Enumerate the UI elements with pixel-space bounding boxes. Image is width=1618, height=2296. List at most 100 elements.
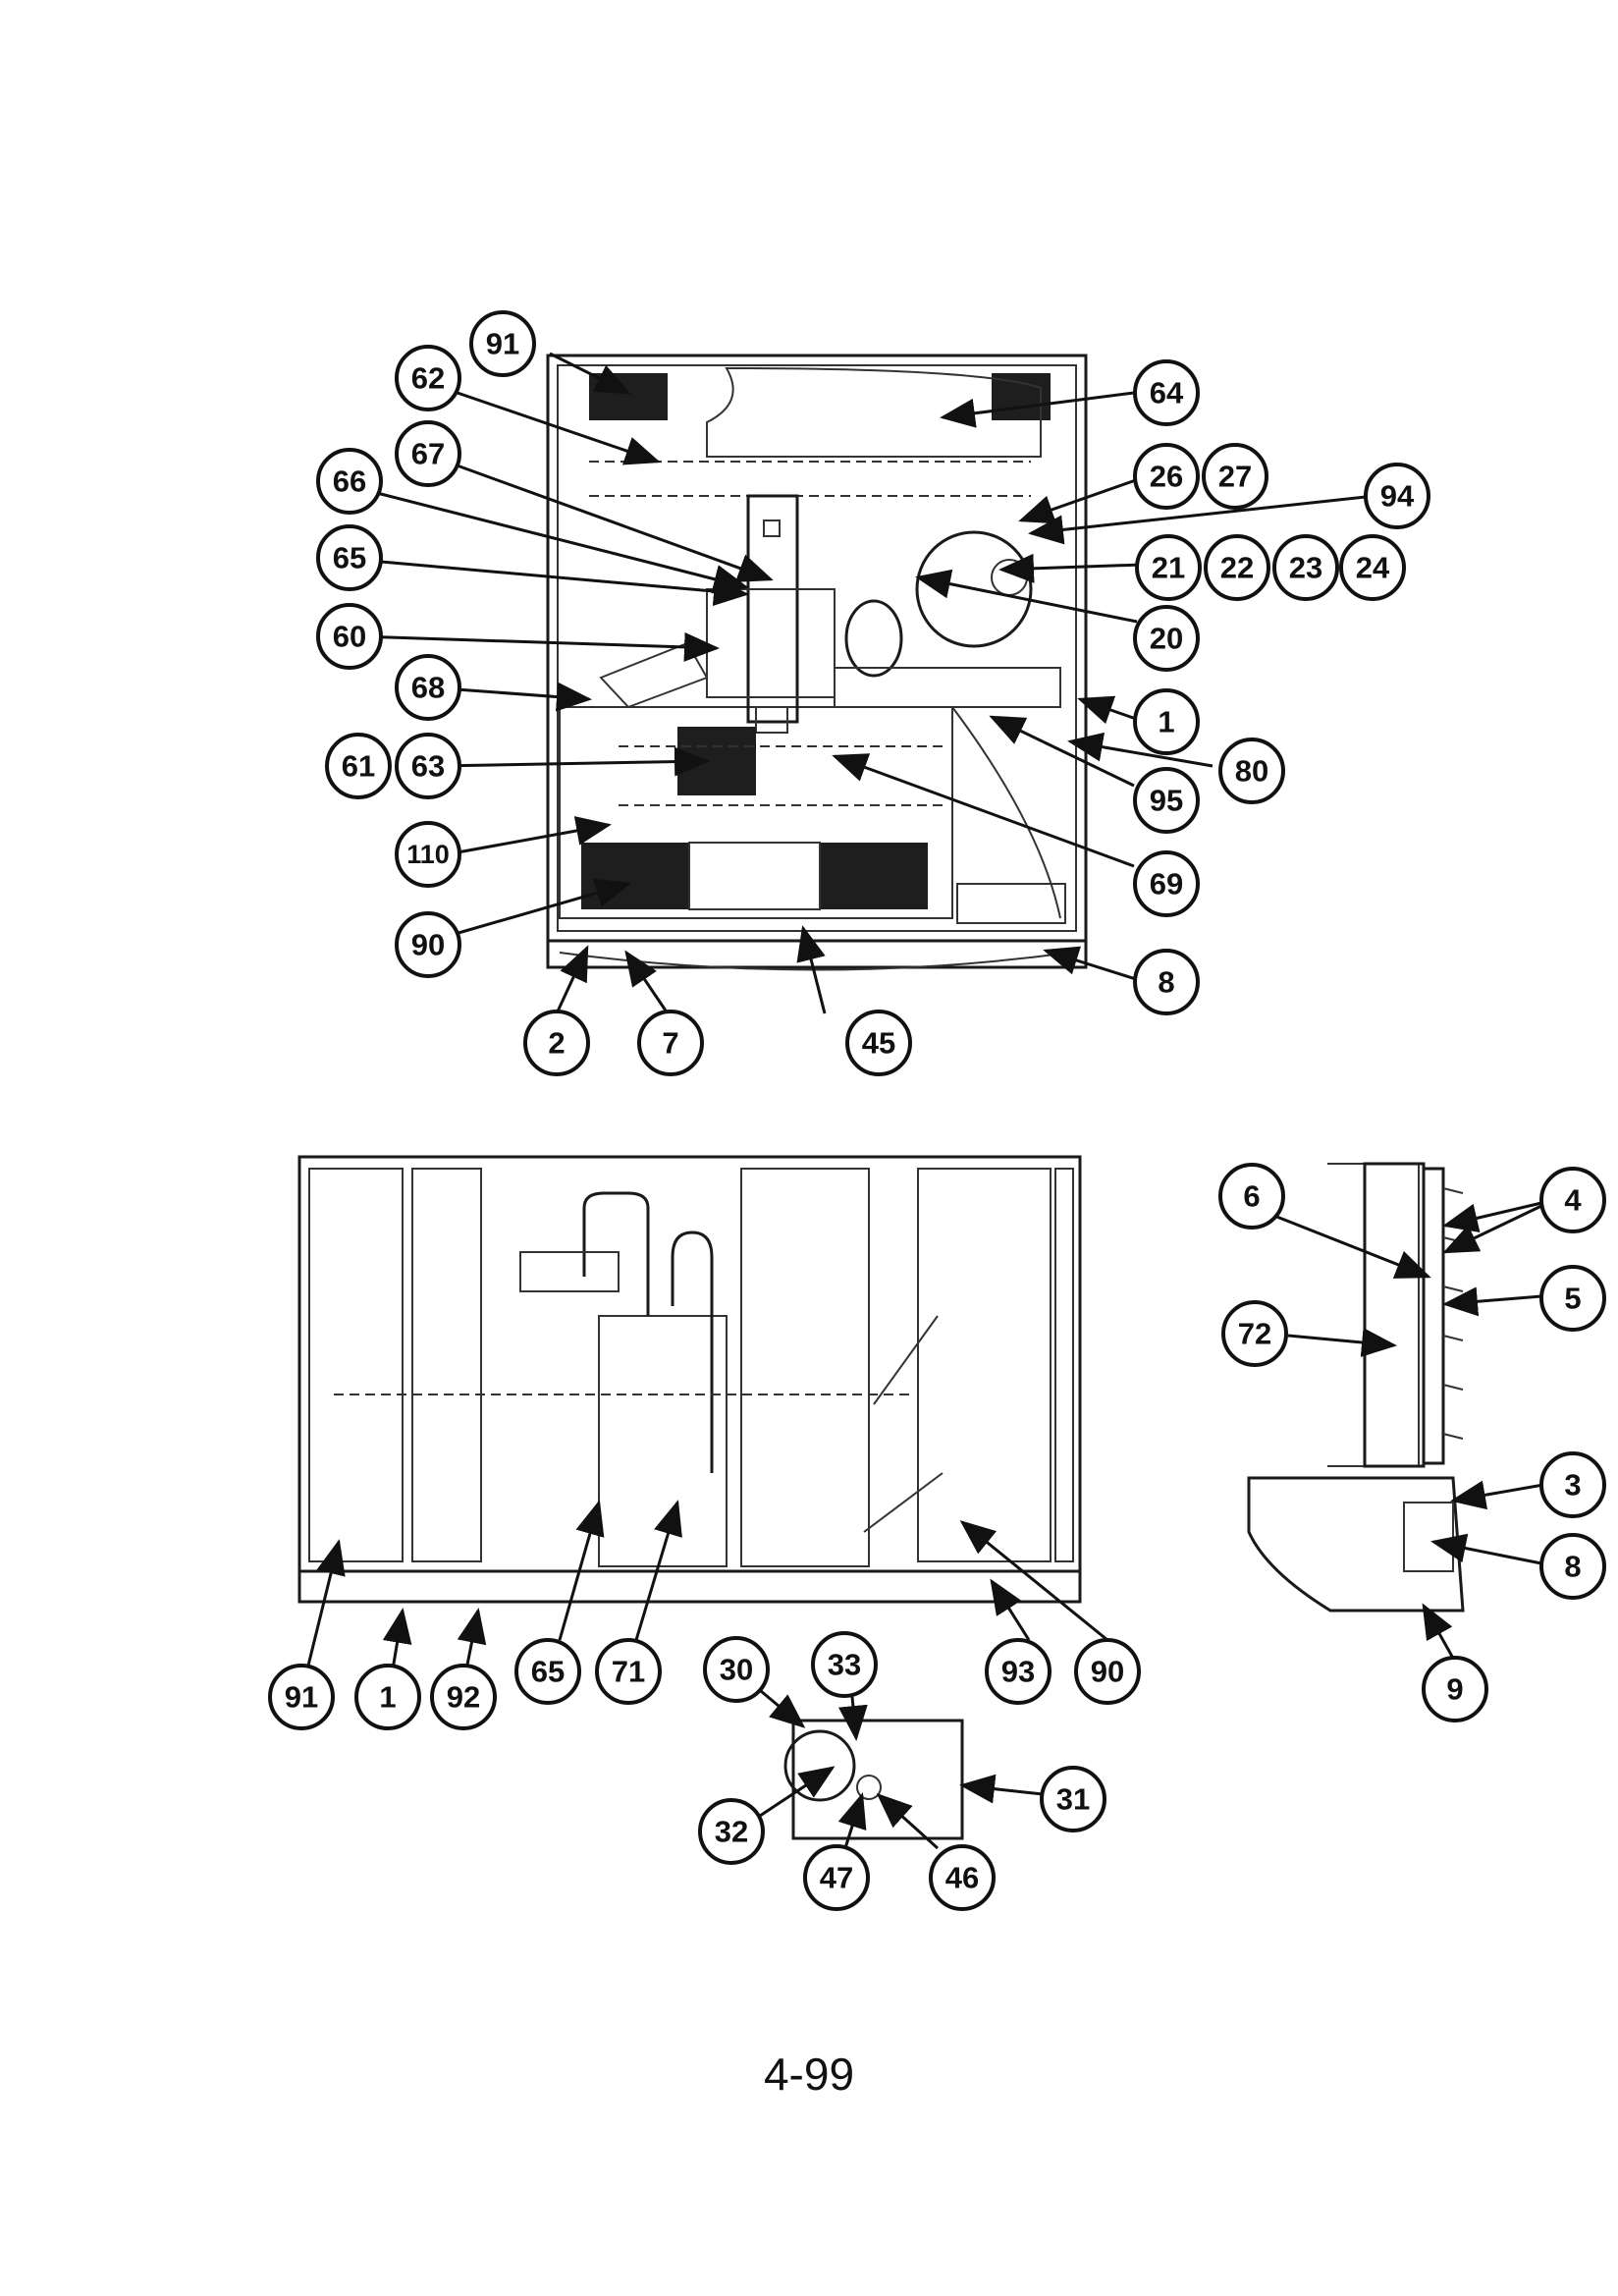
callout-62: 62: [395, 345, 461, 411]
callout-1: 1: [354, 1664, 421, 1730]
callout-4: 4: [1539, 1167, 1606, 1233]
side-view-unit: [297, 1155, 1082, 1604]
callout-26: 26: [1133, 443, 1200, 510]
svg-text:60: 60: [333, 620, 366, 654]
svg-text:30: 30: [720, 1653, 753, 1687]
callout-8: 8: [1539, 1533, 1606, 1600]
callout-92: 92: [430, 1664, 497, 1730]
svg-text:64: 64: [1150, 376, 1184, 410]
callout-30: 30: [703, 1636, 770, 1703]
svg-text:63: 63: [411, 749, 445, 784]
svg-text:24: 24: [1356, 551, 1390, 585]
callout-90: 90: [1074, 1638, 1141, 1705]
svg-text:3: 3: [1564, 1468, 1581, 1503]
callout-91: 91: [469, 310, 536, 377]
svg-text:22: 22: [1220, 551, 1254, 585]
callout-46: 46: [929, 1844, 996, 1911]
callout-69: 69: [1133, 850, 1200, 917]
pan-detail: [783, 1719, 964, 1840]
callout-66: 66: [316, 448, 383, 515]
svg-text:90: 90: [411, 928, 445, 962]
callout-93: 93: [985, 1638, 1052, 1705]
callout-47: 47: [803, 1844, 870, 1911]
svg-text:31: 31: [1056, 1782, 1090, 1817]
callout-5: 5: [1539, 1265, 1606, 1332]
callout-63: 63: [395, 733, 461, 799]
svg-text:9: 9: [1446, 1672, 1463, 1707]
callout-65: 65: [316, 524, 383, 591]
callout-80: 80: [1218, 738, 1285, 804]
callout-9: 9: [1422, 1656, 1488, 1722]
svg-text:61: 61: [342, 749, 375, 784]
svg-text:27: 27: [1218, 460, 1252, 494]
svg-text:80: 80: [1235, 754, 1268, 789]
svg-text:65: 65: [333, 541, 366, 575]
edge-detail: [1247, 1162, 1465, 1613]
svg-text:7: 7: [662, 1026, 678, 1061]
callout-21: 21: [1135, 534, 1202, 601]
svg-text:32: 32: [715, 1815, 748, 1849]
callout-64: 64: [1133, 359, 1200, 426]
callout-65: 65: [514, 1638, 581, 1705]
svg-text:92: 92: [447, 1680, 480, 1715]
svg-text:5: 5: [1564, 1282, 1581, 1316]
callout-68: 68: [395, 654, 461, 721]
svg-text:62: 62: [411, 361, 445, 396]
callout-45: 45: [845, 1010, 912, 1076]
svg-text:26: 26: [1150, 460, 1183, 494]
top-view-unit: [546, 354, 1088, 971]
svg-text:110: 110: [406, 840, 450, 869]
svg-text:45: 45: [862, 1026, 895, 1061]
svg-text:71: 71: [612, 1655, 645, 1689]
callout-94: 94: [1364, 463, 1430, 529]
svg-text:95: 95: [1150, 784, 1183, 818]
svg-text:8: 8: [1564, 1550, 1581, 1584]
callout-91: 91: [268, 1664, 335, 1730]
svg-text:1: 1: [1158, 705, 1174, 739]
svg-text:91: 91: [285, 1680, 318, 1715]
callout-33: 33: [811, 1631, 878, 1698]
callout-31: 31: [1040, 1766, 1106, 1832]
svg-text:33: 33: [828, 1648, 861, 1682]
callout-72: 72: [1221, 1300, 1288, 1367]
callout-67: 67: [395, 420, 461, 487]
callout-60: 60: [316, 603, 383, 670]
svg-text:8: 8: [1158, 965, 1174, 1000]
svg-text:93: 93: [1001, 1655, 1035, 1689]
callout-22: 22: [1204, 534, 1270, 601]
svg-text:72: 72: [1238, 1317, 1271, 1351]
svg-text:23: 23: [1289, 551, 1322, 585]
svg-text:66: 66: [333, 465, 366, 499]
svg-text:91: 91: [486, 327, 519, 361]
callout-2: 2: [523, 1010, 590, 1076]
svg-text:65: 65: [531, 1655, 565, 1689]
callout-20: 20: [1133, 605, 1200, 672]
callout-71: 71: [595, 1638, 662, 1705]
svg-text:46: 46: [945, 1861, 979, 1895]
svg-text:67: 67: [411, 437, 445, 471]
svg-text:1: 1: [379, 1680, 396, 1715]
callout-24: 24: [1339, 534, 1406, 601]
callout-61: 61: [325, 733, 392, 799]
callout-32: 32: [698, 1798, 765, 1865]
svg-text:20: 20: [1150, 622, 1183, 656]
callout-27: 27: [1202, 443, 1268, 510]
svg-text:21: 21: [1152, 551, 1185, 585]
svg-text:90: 90: [1091, 1655, 1124, 1689]
svg-text:6: 6: [1243, 1179, 1260, 1214]
page-number: 4-99: [763, 2049, 855, 2100]
callout-8: 8: [1133, 949, 1200, 1015]
svg-text:4: 4: [1564, 1183, 1582, 1218]
callout-95: 95: [1133, 767, 1200, 834]
svg-text:94: 94: [1380, 479, 1415, 514]
callout-23: 23: [1272, 534, 1339, 601]
svg-text:69: 69: [1150, 867, 1183, 902]
callout-90: 90: [395, 911, 461, 978]
callout-110: 110: [395, 821, 461, 888]
svg-text:68: 68: [411, 671, 445, 705]
svg-text:2: 2: [548, 1026, 565, 1061]
callout-7: 7: [637, 1010, 704, 1076]
callout-6: 6: [1218, 1163, 1285, 1230]
callout-3: 3: [1539, 1451, 1606, 1518]
